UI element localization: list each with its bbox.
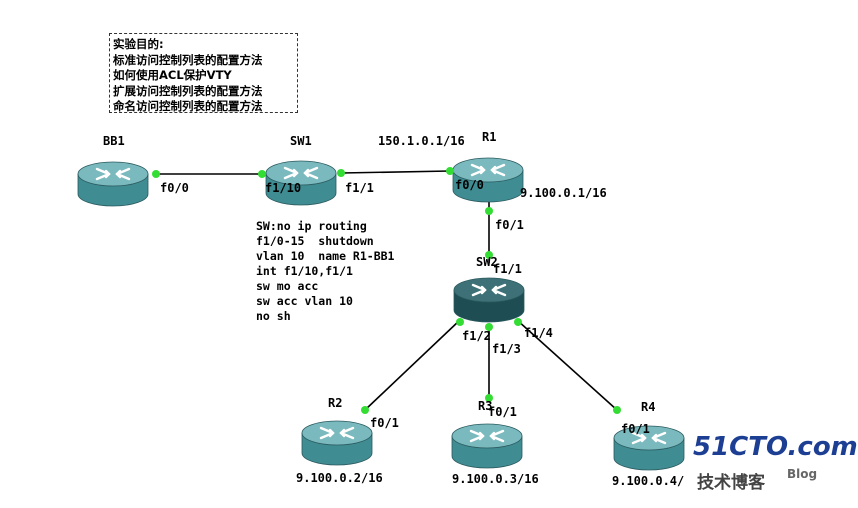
router-bb1[interactable] [77,161,149,207]
port-dot-sw1-f1-1 [337,169,345,177]
port-dot-r3-f0-1 [485,394,493,402]
device-name-sw1: SW1 [290,134,312,148]
arrows-icon [283,166,319,180]
note-line: 命名访问控制列表的配置方法 [113,99,263,113]
port-dot-r1-f0-1 [485,207,493,215]
device-top [451,423,523,449]
watermark-logo: 51CTO.com [693,432,858,462]
port-dot-bb1-f0-0 [152,170,160,178]
device-name-r3: R3 [478,399,493,413]
port-dot-sw2-f1-3 [485,323,493,331]
port-label-bb1-f0-0: f0/0 [160,181,189,195]
port-label-sw2-f1-3: f1/3 [492,342,521,356]
port-label-r1-f0-0: f0/0 [455,178,484,192]
router-r2[interactable] [301,420,373,466]
link-sw2-r2 [364,319,461,411]
r3-ip: 9.100.0.3/16 [452,472,539,486]
device-top [265,160,337,186]
port-dot-r4-f0-1 [613,406,621,414]
port-label-r1-f0-1: f0/1 [495,218,524,232]
port-label-r3-f0-1: f0/1 [488,405,517,419]
port-label-sw2-f1-2: f1/2 [462,329,491,343]
watermark-subtitle: 技术博客 [697,473,765,493]
port-dot-sw2-f1-2 [456,318,464,326]
port-label-sw1-f1-10: f1/10 [265,181,302,195]
r2-ip: 9.100.0.2/16 [296,471,383,485]
device-name-r4: R4 [641,400,656,414]
port-dot-sw1-f1-10 [258,170,266,178]
config-line: sw acc vlan 10 [256,294,353,308]
router-r3[interactable] [451,423,523,469]
config-line: int f1/10,f1/1 [256,264,353,278]
router-r4[interactable] [613,425,685,471]
link-sw1-r1 [340,170,451,174]
note-line: 如何使用ACL保护VTY [113,68,232,82]
arrows-icon [470,163,506,177]
arrows-icon [95,167,131,181]
device-name-bb1: BB1 [103,134,125,148]
port-label-sw2-f1-4: f1/4 [524,326,553,340]
note-line: 实验目的: [113,37,164,51]
r1-ip-right: 9.100.0.1/16 [520,186,607,200]
note-line: 标准访问控制列表的配置方法 [113,52,263,67]
device-name-sw2: SW2 [476,255,498,269]
device-top [77,161,149,187]
link-dots [152,167,621,414]
note-line: 扩展访问控制列表的配置方法 [113,83,263,98]
r4-ip: 9.100.0.4/ [612,474,685,488]
config-line: SW:no ip routing [256,219,367,233]
port-label-sw1-f1-1: f1/1 [345,181,374,195]
arrows-icon [319,426,355,440]
port-label-sw2-f1-1: f1/1 [493,262,522,276]
router-r1[interactable] [452,157,524,203]
switch-sw2[interactable] [453,277,525,323]
device-top [301,420,373,446]
config-line: sw mo acc [256,279,319,293]
port-label-r4-f0-1: f0/1 [621,422,650,436]
config-line: f1/0-15 shutdown [256,234,374,248]
arrows-icon [469,429,505,443]
switch-sw1[interactable] [265,160,337,206]
port-dot-r2-f0-1 [361,406,369,414]
port-label-r2-f0-1: f0/1 [370,416,399,430]
objectives-note: 实验目的: 标准访问控制列表的配置方法 如何使用ACL保护VTY 扩展访问控制列… [109,33,298,113]
device-name-r2: R2 [328,396,343,410]
port-dot-sw2-f1-4 [514,318,522,326]
watermark-blog: Blog [787,467,818,481]
link-sw2-r4 [516,319,618,411]
r1-ip-top: 150.1.0.1/16 [378,134,465,148]
port-dot-r1-f0-0 [446,167,454,175]
topology-canvas [77,157,685,471]
device-name-r1: R1 [482,130,497,144]
device-top [613,425,685,451]
arrows-icon [631,431,667,445]
config-line: vlan 10 name R1-BB1 [256,249,395,263]
arrows-icon [471,283,507,297]
config-line: no sh [256,309,291,323]
port-dot-sw2-f1-1 [485,251,493,259]
device-top [453,277,525,303]
